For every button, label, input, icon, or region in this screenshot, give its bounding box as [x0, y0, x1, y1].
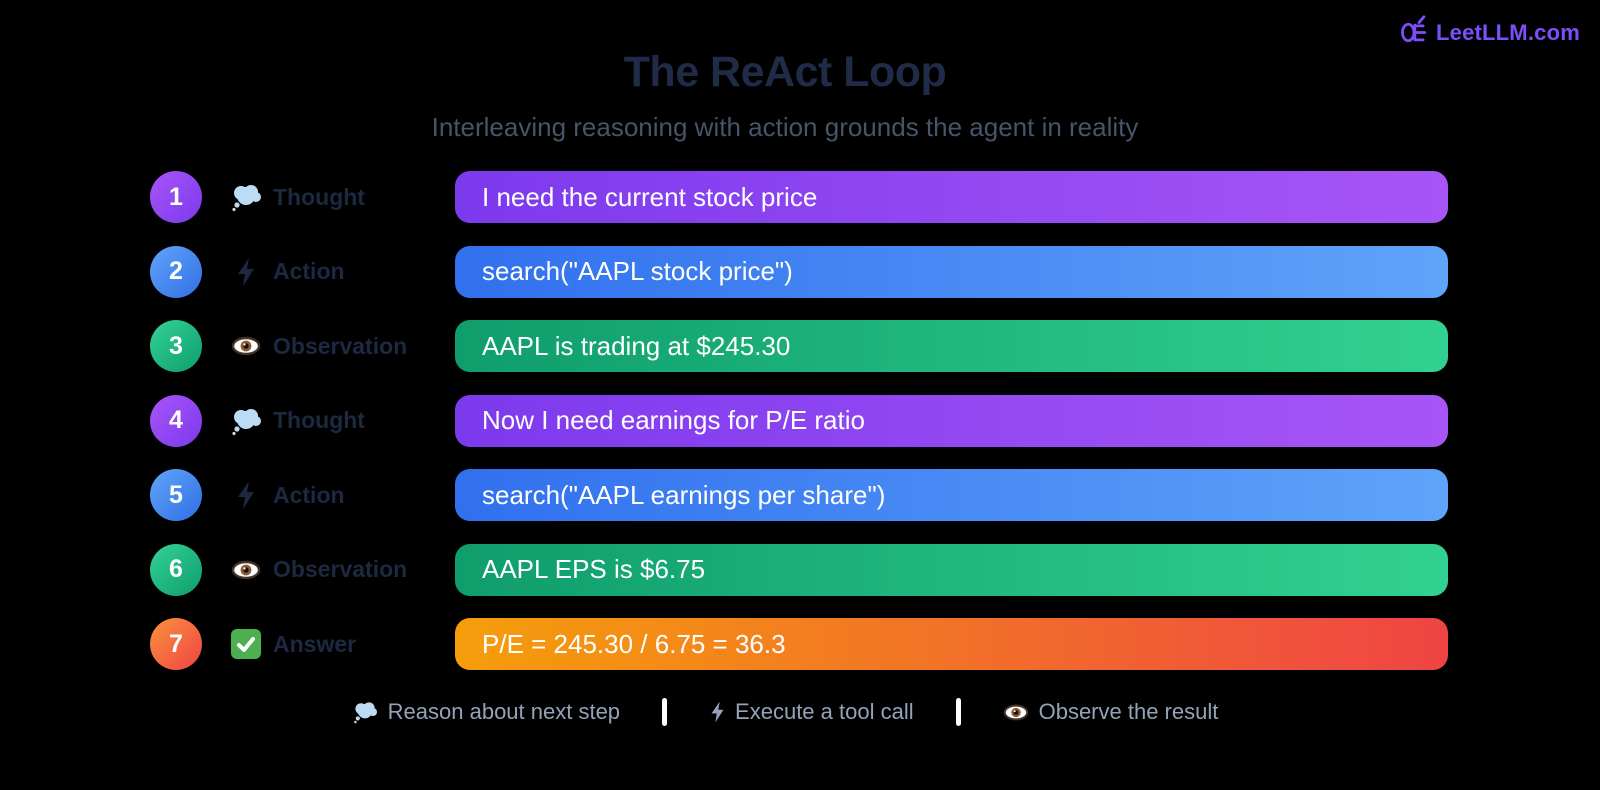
page-title: The ReAct Loop: [623, 48, 947, 96]
step-row-2: 2 Action search("AAPL stock price"): [150, 245, 1448, 298]
eye-icon: [230, 334, 262, 358]
legend-separator: [955, 698, 961, 726]
step-label-text: Thought: [273, 183, 365, 210]
step-row-3: 3 Observation AAPL is trading at $245.30: [150, 320, 1448, 372]
step-number-badge: 3: [150, 320, 202, 372]
step-content-text: AAPL EPS is $6.75: [482, 554, 706, 584]
step-content-text: search("AAPL earnings per share"): [482, 479, 886, 510]
thought-bubble-icon: [230, 406, 262, 436]
step-content-bar: Now I need earnings for P/E ratio: [455, 394, 1448, 447]
eye-icon: [230, 558, 262, 582]
page-subtitle: Interleaving reasoning with action groun…: [431, 112, 1139, 142]
step-content-bar: search("AAPL stock price"): [455, 245, 1448, 298]
step-content-bar: AAPL is trading at $245.30: [455, 320, 1448, 372]
step-label-text: Answer: [273, 630, 357, 657]
thought-bubble-icon: [352, 700, 378, 724]
step-content-bar: AAPL EPS is $6.75: [455, 543, 1448, 596]
step-label-text: Observation: [273, 332, 408, 359]
step-content-bar: P/E = 245.30 / 6.75 = 36.3: [455, 618, 1448, 670]
legend-text: Observe the result: [1038, 699, 1219, 724]
legend-separator: [662, 698, 668, 726]
step-label-text: Thought: [273, 407, 365, 433]
step-content-text: AAPL is trading at $245.30: [482, 330, 791, 361]
step-label: Observation: [202, 333, 455, 360]
leetllm-logo[interactable]: LeetLLM.com: [1400, 14, 1580, 51]
step-row-1: 1 Thought I need the current stock price: [150, 171, 1448, 223]
step-content-text: P/E = 245.30 / 6.75 = 36.3: [482, 628, 786, 659]
legend-text: Reason about next step: [387, 699, 621, 724]
step-content-text: Now I need earnings for P/E ratio: [482, 405, 865, 435]
step-label: Action: [202, 481, 455, 509]
lightning-icon: [230, 257, 262, 286]
step-number-badge: 2: [150, 245, 202, 298]
step-content-text: I need the current stock price: [482, 181, 818, 212]
step-content-bar: I need the current stock price: [455, 171, 1448, 223]
leetllm-logo-text: LeetLLM.com: [1436, 19, 1580, 45]
legend-text: Execute a tool call: [735, 699, 914, 724]
legend: Reason about next step Execute a tool ca…: [0, 698, 1570, 726]
step-content-text: search("AAPL stock price"): [482, 256, 793, 286]
step-label: Observation: [202, 556, 455, 583]
leetllm-logo-icon: [1400, 14, 1428, 51]
step-row-5: 5 Action search("AAPL earnings per share…: [150, 469, 1448, 521]
step-label: Action: [202, 257, 455, 286]
step-number-badge: 7: [150, 618, 202, 670]
step-label-text: Action: [273, 481, 345, 508]
step-number-badge: 4: [150, 394, 202, 447]
legend-item-execute: Execute a tool call: [709, 699, 914, 725]
step-row-7: 7 Answer P/E = 245.30 / 6.75 = 36.3: [150, 618, 1448, 670]
steps-list: 1 Thought I need the current stock price…: [150, 171, 1448, 670]
step-label-text: Observation: [273, 556, 408, 582]
check-icon: [230, 629, 262, 659]
step-number-badge: 5: [150, 469, 202, 521]
step-label: Answer: [202, 629, 455, 659]
eye-icon: [1003, 702, 1029, 723]
step-number-badge: 1: [150, 171, 202, 223]
lightning-icon: [709, 700, 725, 724]
lightning-icon: [230, 481, 262, 509]
legend-item-reason: Reason about next step: [352, 699, 620, 725]
thought-bubble-icon: [230, 182, 262, 212]
step-label-text: Action: [273, 258, 345, 284]
step-label: Thought: [202, 406, 455, 436]
step-row-4: 4 Thought Now I need earnings for P/E ra…: [150, 394, 1448, 447]
step-number-badge: 6: [150, 543, 202, 596]
legend-item-observe: Observe the result: [1003, 699, 1219, 725]
step-label: Thought: [202, 182, 455, 212]
step-row-6: 6 Observation AAPL EPS is $6.75: [150, 543, 1448, 596]
step-content-bar: search("AAPL earnings per share"): [455, 469, 1448, 521]
